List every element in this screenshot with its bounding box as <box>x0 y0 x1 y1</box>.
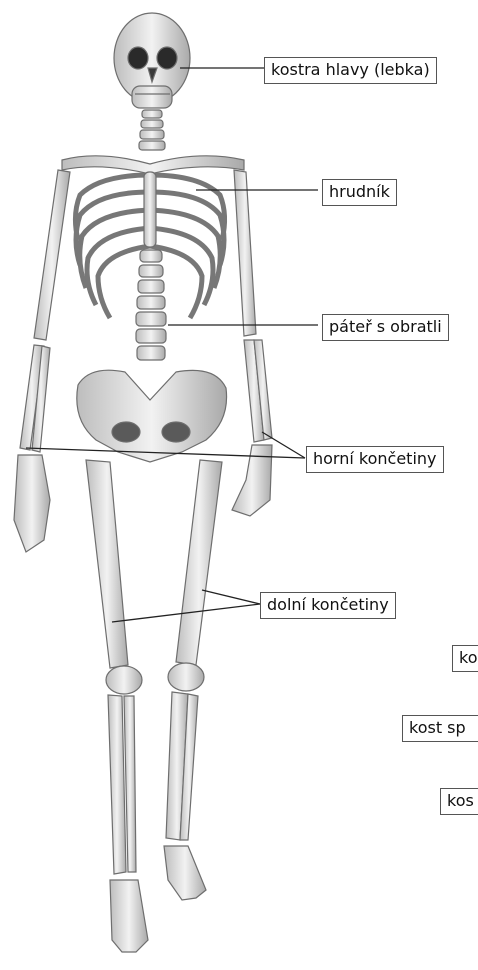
clavicles <box>62 156 244 174</box>
left-arm <box>14 170 70 552</box>
label-skull: kostra hlavy (lebka) <box>264 57 437 84</box>
cervical-spine <box>139 110 165 150</box>
right-leg <box>164 460 222 900</box>
label-spine: páteř s obratli <box>322 314 449 341</box>
label-upper-limbs: horní končetiny <box>306 446 444 473</box>
label-cut-3: kos <box>440 788 478 815</box>
leader-lines <box>26 68 318 622</box>
pelvis <box>77 370 227 462</box>
left-leg <box>86 460 148 952</box>
sternum <box>144 172 156 247</box>
label-cut-2: kost sp <box>402 715 478 742</box>
skull-shape <box>114 13 190 108</box>
label-chest: hrudník <box>322 179 397 206</box>
right-arm <box>232 170 272 516</box>
lumbar-spine <box>136 250 166 360</box>
label-lower-limbs: dolní končetiny <box>260 592 396 619</box>
label-cut-1: ko <box>452 645 478 672</box>
